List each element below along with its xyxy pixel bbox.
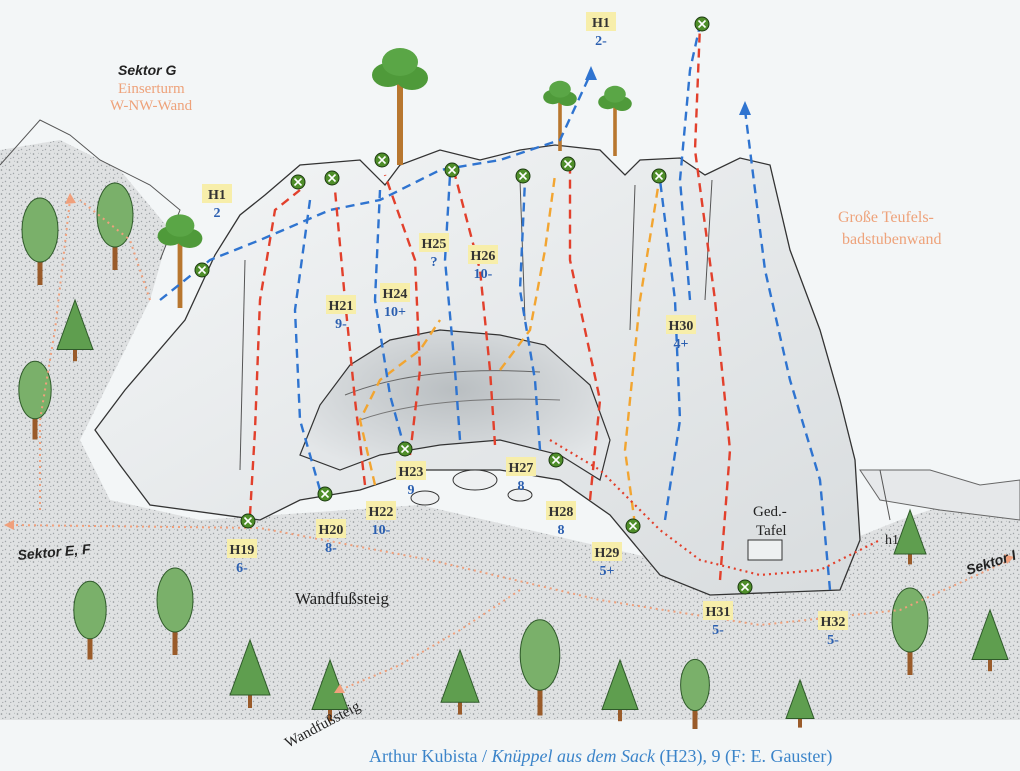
boulder — [453, 470, 497, 490]
anchor-icon — [195, 263, 209, 277]
teufels-label-1: Große Teufels- — [838, 209, 934, 226]
route-grade: 10+ — [384, 305, 406, 320]
route-grade: 2 — [214, 206, 221, 221]
route-id: H31 — [706, 605, 731, 620]
route-id: H29 — [595, 546, 620, 561]
einserturm-label: Einserturm — [118, 81, 185, 97]
route-grade: 5+ — [600, 564, 615, 579]
route-grade: 10- — [474, 267, 493, 282]
route-id: H25 — [422, 237, 447, 252]
route-id: H27 — [509, 461, 534, 476]
anchor-icon — [375, 153, 389, 167]
anchor-icon — [738, 580, 752, 594]
anchor-icon — [325, 171, 339, 185]
route-arrow — [739, 101, 751, 115]
route-arrow — [585, 66, 597, 80]
caption-rest: (H23), 9 (F: E. Gauster) — [655, 746, 832, 767]
route-id: H23 — [399, 465, 424, 480]
route-id: H19 — [230, 543, 255, 558]
route-grade: 6- — [236, 561, 248, 576]
route-id: H1 — [592, 16, 610, 31]
photo-caption: Arthur Kubista / Knüppel aus dem Sack (H… — [369, 746, 832, 767]
memorial-plaque — [748, 540, 782, 560]
route-id: H28 — [549, 505, 574, 520]
route-grade: 8 — [558, 523, 565, 538]
route-grade: 8 — [518, 479, 525, 494]
anchor-icon — [549, 453, 563, 467]
anchor-icon — [398, 442, 412, 456]
route-id: H32 — [821, 615, 846, 630]
route-grade: 9 — [408, 483, 415, 498]
h1-path-label: h1 — [885, 533, 899, 548]
pine-tree — [598, 86, 632, 156]
route-id: H21 — [329, 299, 354, 314]
route-grade: 4+ — [674, 337, 689, 352]
route-grade: 2- — [595, 34, 607, 49]
pine-tree — [372, 48, 428, 165]
plaque-label-2: Tafel — [756, 523, 787, 539]
sector-g-label: Sektor G — [118, 62, 176, 78]
teufels-label-2: badstubenwand — [842, 231, 942, 248]
anchor-icon — [291, 175, 305, 189]
anchor-icon — [318, 487, 332, 501]
pine-tree — [158, 214, 203, 308]
route-id: H22 — [369, 505, 394, 520]
route-grade: 8- — [325, 541, 337, 556]
plaque-label-1: Ged.- — [753, 504, 787, 520]
route-id: H20 — [319, 523, 344, 538]
route-id: H30 — [669, 319, 694, 334]
anchor-icon — [241, 514, 255, 528]
route-grade: 10- — [372, 523, 391, 538]
route-grade: ? — [431, 255, 438, 270]
anchor-icon — [561, 157, 575, 171]
caption-author: Arthur Kubista / — [369, 746, 491, 766]
route-label: H12 — [202, 184, 232, 221]
caption-title: Knüppel aus dem Sack — [490, 746, 655, 766]
route-id: H1 — [208, 188, 226, 203]
einserturm-wall-label: W-NW-Wand — [110, 98, 193, 114]
wandfuss-main-label: Wandfußsteig — [295, 589, 389, 608]
boulder — [411, 491, 439, 505]
route-id: H24 — [383, 287, 408, 302]
anchor-icon — [516, 169, 530, 183]
anchor-icon — [652, 169, 666, 183]
route-label: H12- — [586, 12, 616, 49]
anchor-icon — [445, 163, 459, 177]
anchor-icon — [626, 519, 640, 533]
route-grade: 5- — [712, 623, 724, 638]
route-grade: 9- — [335, 317, 347, 332]
route-id: H26 — [471, 249, 496, 264]
anchor-icon — [695, 17, 709, 31]
route-grade: 5- — [827, 633, 839, 648]
